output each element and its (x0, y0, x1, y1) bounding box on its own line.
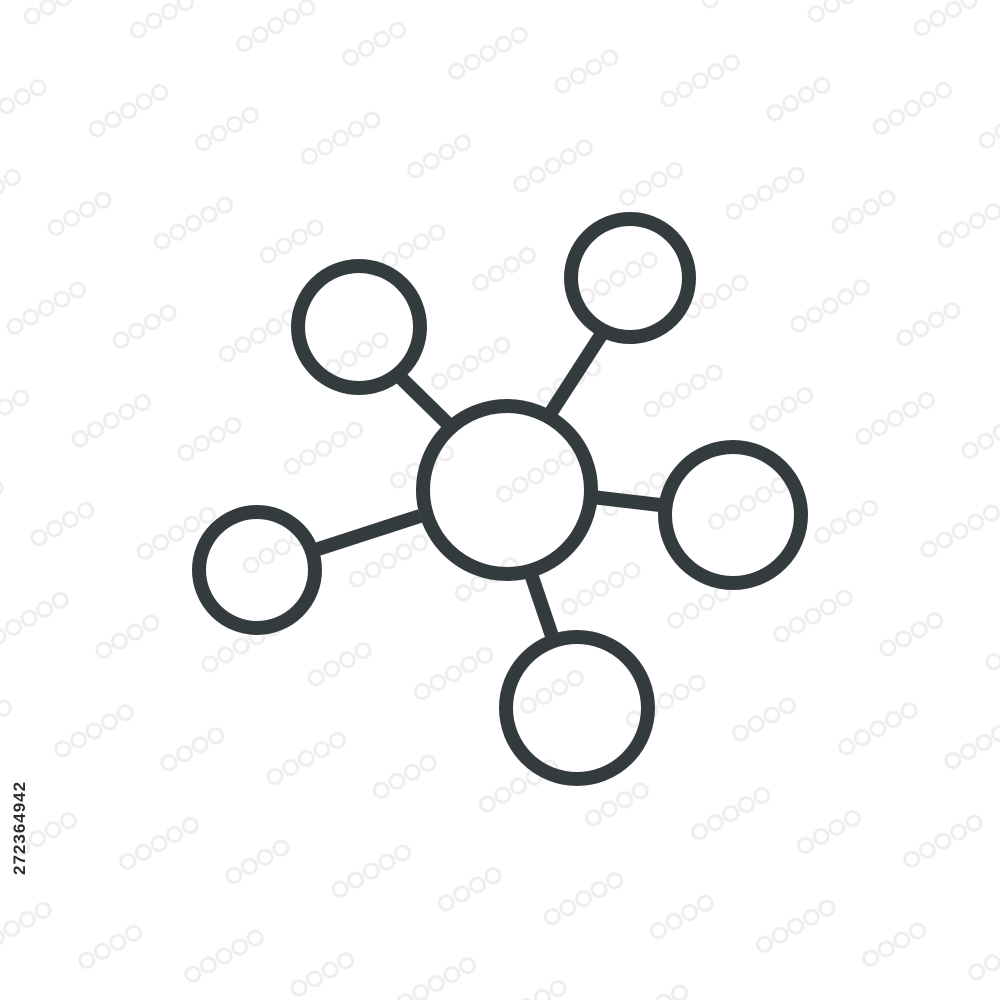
stock-image-id: 272364942 (10, 780, 29, 875)
hub-node (416, 399, 598, 581)
connector-left (309, 509, 423, 558)
node-top-left (291, 259, 427, 395)
node-top-right (564, 212, 696, 344)
connector-right (591, 490, 661, 512)
connector-top-right (544, 328, 609, 418)
connector-bottom (524, 571, 559, 639)
node-right (658, 440, 808, 590)
node-bottom (499, 630, 655, 786)
connector-top-left (395, 371, 453, 430)
node-left (192, 505, 322, 635)
